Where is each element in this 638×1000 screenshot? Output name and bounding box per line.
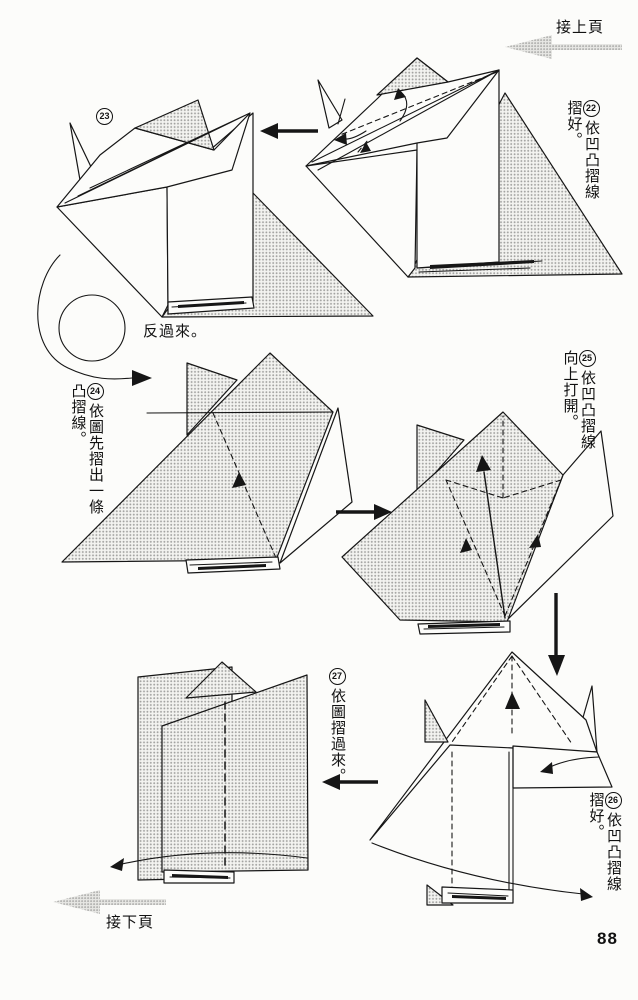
turn-over-icon <box>37 254 152 386</box>
step-22-badge: 22 <box>582 100 600 117</box>
step-27-text: 依圖摺過來。 <box>329 688 346 784</box>
step-24-label: 24依圖先摺出一條凸摺線。 <box>60 383 104 517</box>
turn-over-label: 反過來。 <box>143 323 208 340</box>
prev-page-arrow-icon <box>505 35 622 59</box>
figure-step-25 <box>341 411 614 635</box>
step-27-label: 27 依圖摺過來。 <box>324 668 346 792</box>
step-26-text: 依凹凸摺線摺好。 <box>587 792 623 892</box>
step-26-label: 26依凹凸摺線摺好。 <box>578 792 622 896</box>
arrow-down-icon <box>548 593 565 676</box>
figure-step-24 <box>61 352 353 574</box>
figure-step-26 <box>369 651 613 906</box>
arrow-left-icon <box>322 774 378 790</box>
arrow-left-icon <box>260 123 318 139</box>
step-25-text: 依凹凸摺線向上打開。 <box>561 350 597 450</box>
next-page-label: 接下頁 <box>106 914 155 931</box>
step-26-badge: 26 <box>604 792 622 809</box>
figure-step-27 <box>110 661 309 884</box>
arrow-right-icon <box>336 504 392 520</box>
step-22-text: 依凹凸摺線摺好。 <box>565 100 601 200</box>
prev-page-label: 接上頁 <box>556 19 605 36</box>
page-number: 88 <box>597 929 618 948</box>
step-23-badge: 23 <box>96 108 113 125</box>
step-24-text: 依圖先摺出一條凸摺線。 <box>69 383 105 515</box>
step-25-badge: 25 <box>578 350 596 367</box>
step-24-badge: 24 <box>86 383 104 400</box>
next-page-arrow-icon <box>53 890 166 914</box>
step-25-label: 25依凹凸摺線向上打開。 <box>552 350 596 454</box>
step-22-label: 22依凹凸摺線摺好。 <box>556 100 600 204</box>
figure-step-23 <box>56 99 374 318</box>
step-27-badge: 27 <box>328 668 346 685</box>
figure-step-22 <box>305 57 623 278</box>
